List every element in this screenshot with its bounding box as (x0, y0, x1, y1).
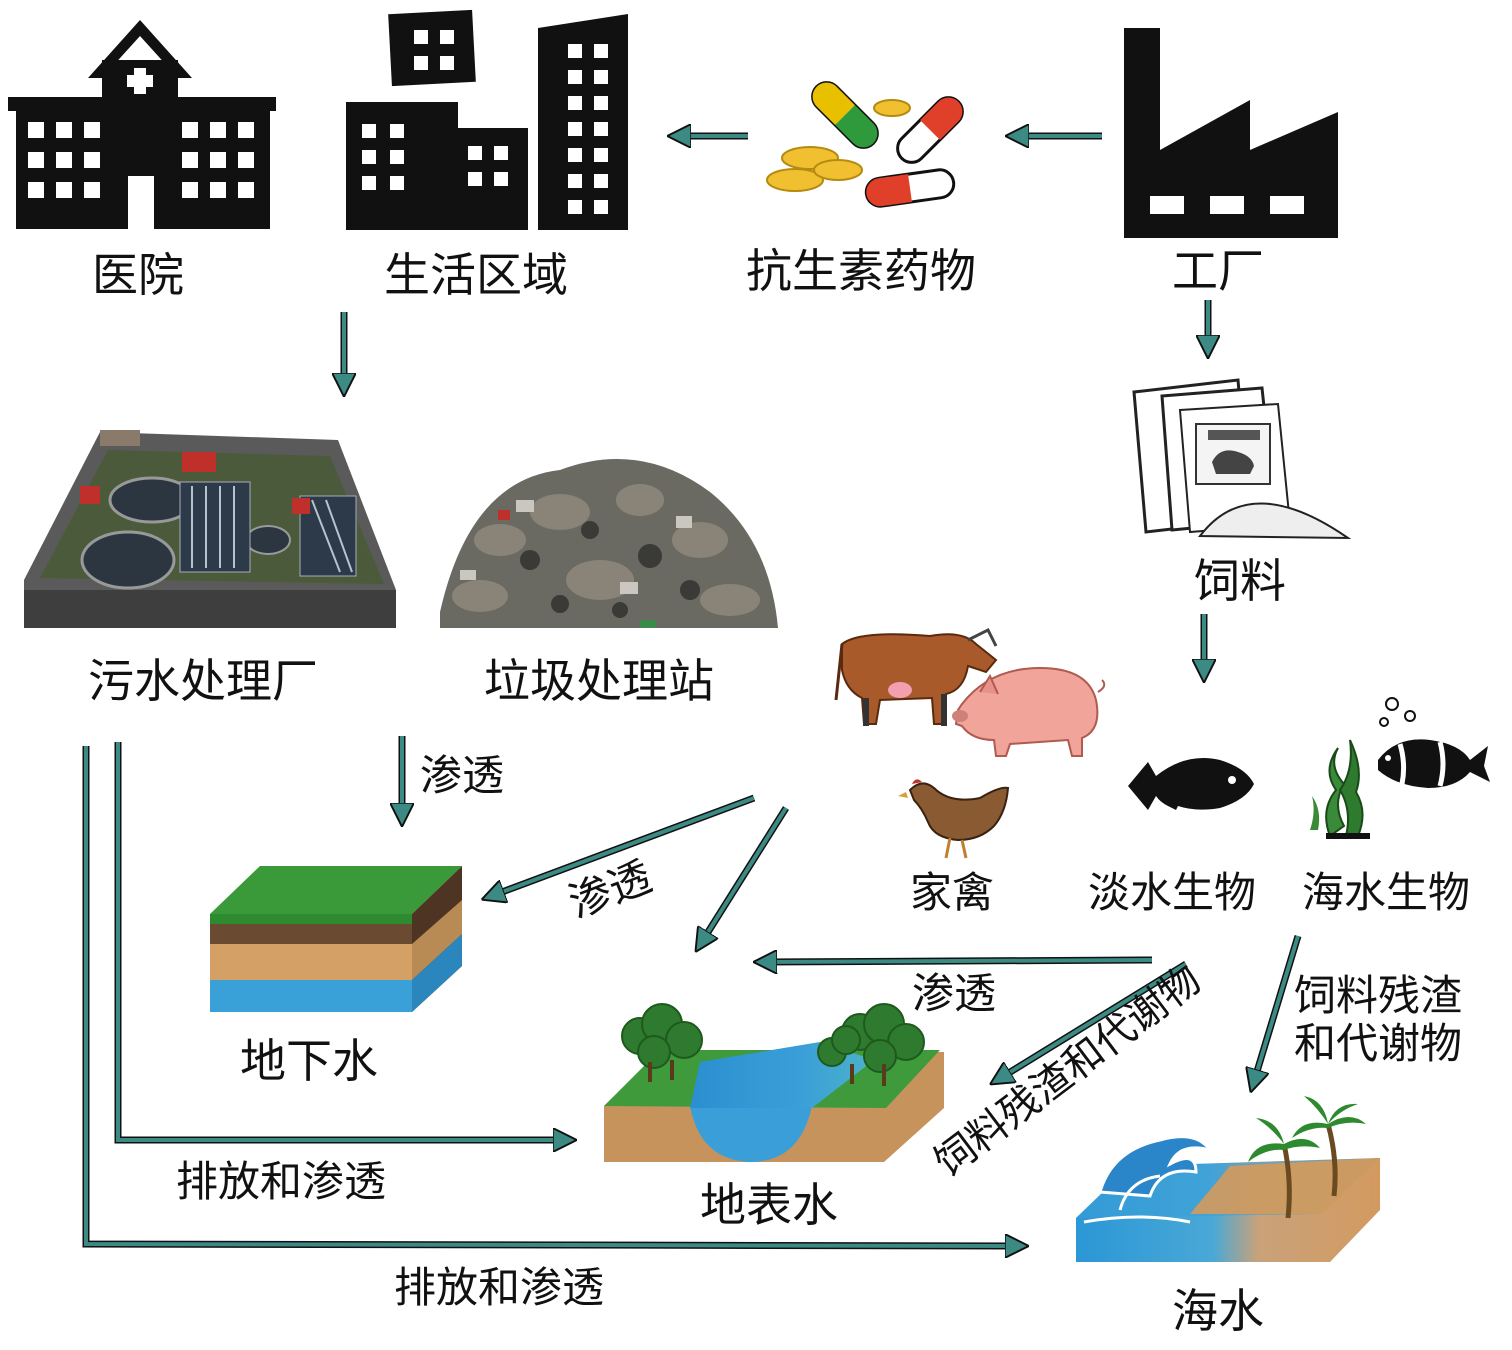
garbage-pile-icon (440, 459, 778, 628)
edge-label-discharge-2: 排放和渗透 (394, 1263, 605, 1312)
seawater-icon (1076, 1096, 1380, 1262)
edge-label-feed-residue-2: 饲料残渣 和代谢物 (1294, 971, 1463, 1069)
label-groundwater: 地下水 (240, 1034, 378, 1088)
edge-label-feed-residue-2-line2: 和代谢物 (1294, 1019, 1463, 1069)
pig-icon (952, 666, 1106, 757)
label-sewage-plant: 污水处理厂 (88, 654, 318, 708)
chicken-icon (898, 779, 1010, 859)
edge-label-infiltration-3: 渗透 (912, 969, 997, 1018)
edge-label-feed-residue-2-line1: 饲料残渣 (1294, 971, 1463, 1020)
seawater-life-icon (1310, 697, 1490, 839)
label-poultry: 家禽 (910, 868, 995, 917)
pills-icon (766, 81, 964, 208)
edge-label-discharge-1: 排放和渗透 (176, 1157, 387, 1206)
feed-bag-icon (1132, 378, 1352, 540)
label-seawater: 海水 (1172, 1284, 1264, 1338)
surface-water-icon (604, 1003, 944, 1162)
arrow-sealife-to-seawater (1252, 934, 1302, 1088)
factory-icon (1124, 28, 1338, 238)
label-hospital: 医院 (92, 248, 184, 302)
flow-arrows (82, 136, 1302, 1246)
label-surface-water: 地表水 (700, 1178, 838, 1232)
hospital-icon (8, 20, 276, 229)
arrow-freshwater-to-surface (758, 960, 1153, 962)
label-antibiotics: 抗生素药物 (746, 244, 976, 298)
label-garbage-station: 垃圾处理站 (484, 654, 714, 708)
freshwater-fish-icon (1128, 758, 1254, 810)
groundwater-block-icon (210, 866, 462, 1012)
arrow-freshwater-residue-to-surface (994, 961, 1188, 1082)
label-living-area: 生活区域 (384, 248, 568, 302)
label-freshwater-life: 淡水生物 (1088, 868, 1257, 917)
label-seawater-life: 海水生物 (1302, 868, 1471, 917)
arrow-livestock-to-surface (698, 806, 789, 948)
label-factory: 工厂 (1172, 244, 1264, 298)
arrow-livestock-to-groundwater (486, 794, 756, 898)
buildings-icon (346, 9, 628, 230)
edge-label-infiltration-1: 渗透 (420, 751, 505, 800)
sewage-plant-icon (24, 430, 396, 628)
arrow-sewage-to-surface (114, 742, 572, 1140)
cow-icon (834, 627, 998, 726)
label-feed: 饲料 (1194, 554, 1286, 608)
arrow-sewage-to-seawater (82, 746, 1024, 1246)
